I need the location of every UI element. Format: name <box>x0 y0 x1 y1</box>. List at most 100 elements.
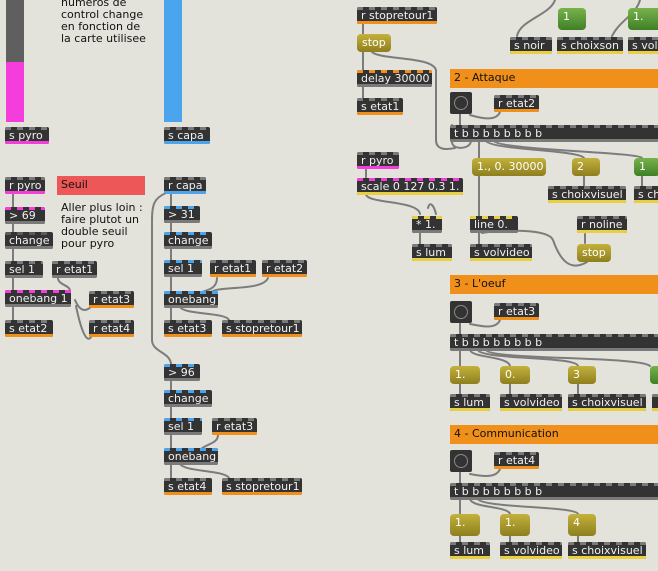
s-etat1-object[interactable]: s etat1 <box>357 98 403 115</box>
cord <box>485 140 585 159</box>
s-volvideo-attaque[interactable]: s volvideo <box>470 244 532 261</box>
r-etat3-object[interactable]: r etat3 <box>89 291 134 308</box>
s-lum-attaque[interactable]: s lum <box>412 244 452 261</box>
r-noline-object[interactable]: r noline <box>577 216 627 233</box>
r-capa-object[interactable]: r capa <box>164 177 206 194</box>
onebang-1-object[interactable]: onebang 1 <box>5 290 71 307</box>
r-etat2-object[interactable]: r etat2 <box>494 95 539 112</box>
cord <box>179 306 230 321</box>
s-choixvisuel-attaque[interactable]: s choixvisuel <box>548 186 626 203</box>
trigger-communication[interactable]: t b b b b b b b b <box>450 483 658 500</box>
onebang-a-object[interactable]: onebang <box>164 291 218 308</box>
message-1-green[interactable]: 1 <box>558 8 586 30</box>
change-b-object[interactable]: change <box>164 390 212 407</box>
sel-1-object[interactable]: sel 1 <box>5 261 43 278</box>
stop-message[interactable]: stop <box>357 34 391 52</box>
message-1-dot-green[interactable]: 1. <box>628 8 658 30</box>
cord <box>493 140 643 159</box>
s-volvideo-top-object[interactable]: s volvi <box>628 37 658 54</box>
pyro-level-meter <box>6 0 24 122</box>
r-etat1-capa-object[interactable]: r etat1 <box>210 260 256 277</box>
bang-attaque[interactable] <box>450 92 472 114</box>
section-attaque-header: 2 - Attaque <box>450 69 658 88</box>
sel-1-a-object[interactable]: sel 1 <box>164 260 202 277</box>
cord <box>451 124 472 149</box>
cord <box>477 349 579 367</box>
cord <box>469 498 511 515</box>
stop-message-b[interactable]: stop <box>577 244 611 262</box>
s-etat3-object[interactable]: s etat3 <box>164 320 212 337</box>
r-etat3-capa-object[interactable]: r etat3 <box>212 418 257 435</box>
cord <box>611 0 641 37</box>
s-partial-oeuf[interactable] <box>652 394 658 411</box>
message-1-comm[interactable]: 1. <box>450 514 480 536</box>
s-lum-comm[interactable]: s lum <box>450 542 490 559</box>
bang-oeuf[interactable] <box>450 301 472 323</box>
s-noir-object[interactable]: s noir <box>510 37 552 54</box>
r-etat4-object[interactable]: r etat4 <box>89 320 134 337</box>
cord <box>365 193 421 215</box>
seuil-panel: Seuil <box>57 176 145 195</box>
cord <box>427 203 437 215</box>
s-capa-object[interactable]: s capa <box>164 127 210 144</box>
s-stopretour1-b-object[interactable]: s stopretour1 <box>222 478 302 495</box>
cord <box>469 319 501 328</box>
message-green-oeuf[interactable] <box>650 366 658 384</box>
message-1-attaque[interactable]: 1 <box>634 158 658 176</box>
message-3-oeuf[interactable]: 3 <box>568 366 596 384</box>
s-etat2-object[interactable]: s etat2 <box>5 320 53 337</box>
s-stopretour1-a-object[interactable]: s stopretour1 <box>222 320 302 337</box>
r-etat2-capa-object[interactable]: r etat2 <box>262 260 307 277</box>
s-volvideo-oeuf[interactable]: s volvideo <box>500 394 562 411</box>
onebang-b-object[interactable]: onebang <box>164 448 218 465</box>
cord <box>57 277 71 292</box>
line-object[interactable]: line 0. <box>470 216 518 233</box>
scale-object[interactable]: scale 0 127 0.3 1. <box>357 178 463 195</box>
message-2[interactable]: 2 <box>572 158 600 176</box>
s-lum-oeuf[interactable]: s lum <box>450 394 490 411</box>
gt-69-object[interactable]: > 69 <box>5 207 45 224</box>
cord <box>469 349 511 367</box>
message-1-oeuf[interactable]: 1. <box>450 366 480 384</box>
r-pyro-right-object[interactable]: r pyro <box>357 152 399 169</box>
message-1b-comm[interactable]: 1. <box>500 514 530 536</box>
change-object[interactable]: change <box>5 232 53 249</box>
trigger-oeuf[interactable]: t b b b b b b b b <box>450 334 658 351</box>
r-etat4-section-object[interactable]: r etat4 <box>494 452 539 469</box>
sel-1-b-object[interactable]: sel 1 <box>164 418 202 435</box>
s-choixvisuel-comm[interactable]: s choixvisuel <box>568 542 646 559</box>
gt-31-object[interactable]: > 31 <box>164 206 200 223</box>
change-a-object[interactable]: change <box>164 232 212 249</box>
cord <box>209 277 269 294</box>
cord <box>516 0 556 37</box>
s-volvideo-comm[interactable]: s volvideo <box>500 542 562 559</box>
r-etat3-section-object[interactable]: r etat3 <box>494 303 539 320</box>
s-choixson-object[interactable]: s choixson <box>557 37 623 54</box>
comment-cc-numbers: numeros de control change en fonction de… <box>61 0 146 45</box>
cord <box>371 51 456 150</box>
cord <box>469 111 501 120</box>
r-stopretour1-object[interactable]: r stopretour1 <box>357 7 437 24</box>
section-oeuf-header: 3 - L'oeuf <box>450 275 658 294</box>
message-4-comm[interactable]: 4 <box>568 514 596 536</box>
s-pyro-object[interactable]: s pyro <box>5 127 49 144</box>
s-etat4-object[interactable]: s etat4 <box>164 478 212 495</box>
delay-30000-object[interactable]: delay 30000 <box>357 70 432 87</box>
cord <box>469 468 501 477</box>
trigger-attaque[interactable]: t b b b b b b b b <box>450 125 658 142</box>
r-etat1-object[interactable]: r etat1 <box>52 261 97 278</box>
r-pyro-object[interactable]: r pyro <box>5 177 45 194</box>
bang-communication[interactable] <box>450 450 472 472</box>
message-ramp[interactable]: 1., 0. 30000 <box>472 158 546 176</box>
capa-level-meter <box>164 0 182 122</box>
gt-96-object[interactable]: > 96 <box>164 364 200 381</box>
s-ch-attaque[interactable]: s ch <box>634 186 658 203</box>
message-0-oeuf[interactable]: 0. <box>500 366 530 384</box>
cord <box>477 498 579 515</box>
cord <box>151 192 172 365</box>
cord <box>485 349 651 367</box>
s-choixvisuel-oeuf[interactable]: s choixvisuel <box>568 394 646 411</box>
multiply-object[interactable]: * 1. <box>412 216 442 233</box>
cord <box>179 463 230 479</box>
